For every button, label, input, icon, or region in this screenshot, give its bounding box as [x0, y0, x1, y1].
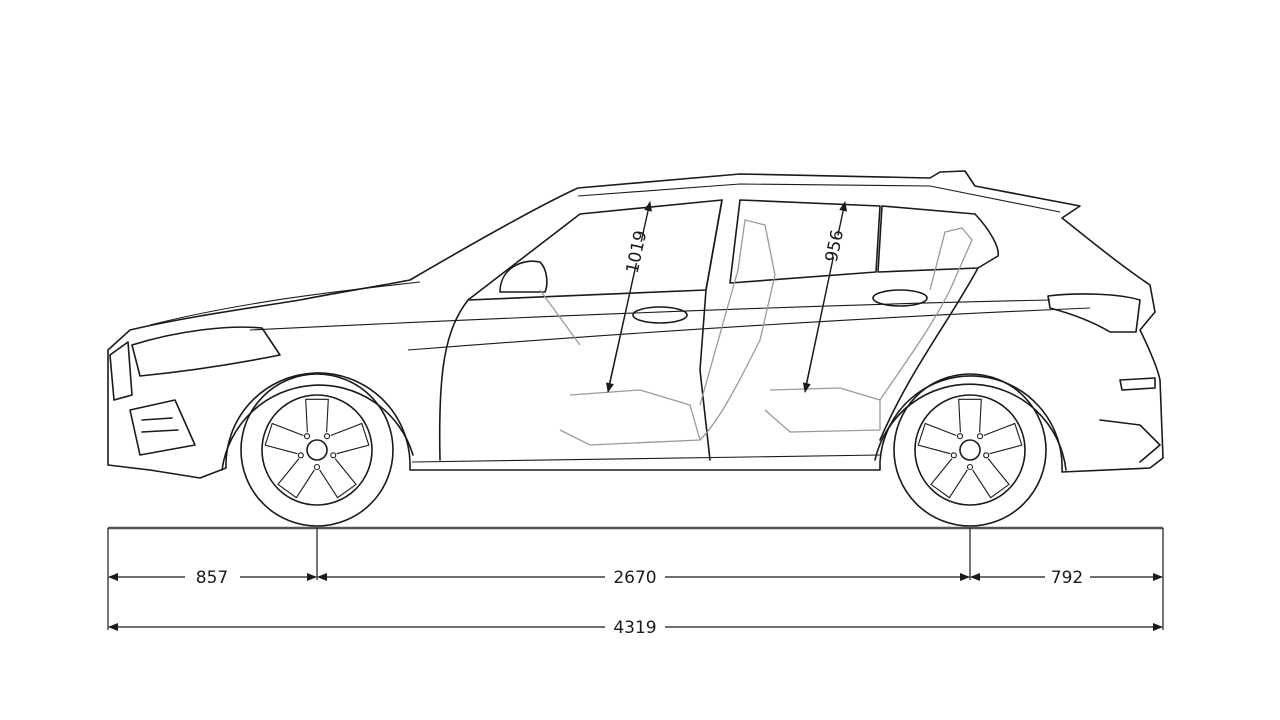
lug-nut	[976, 433, 984, 440]
car-body	[107, 170, 1164, 479]
front-window	[467, 199, 723, 301]
wheel-spoke	[983, 422, 1023, 455]
overall-length-label: 4319	[613, 618, 656, 638]
rear-wheel-arch	[874, 383, 1067, 471]
wheel-spoke	[930, 458, 968, 499]
rear-wheel	[893, 373, 1047, 527]
lug-nut	[330, 452, 337, 459]
rear-door-handle	[872, 289, 928, 307]
headlight	[131, 326, 281, 377]
lug-nut	[297, 452, 304, 459]
kidney-grille	[109, 341, 133, 401]
lug-nut	[313, 463, 321, 471]
front-door-handle	[632, 306, 688, 324]
lug-nut	[303, 433, 311, 440]
wheel-spoke	[958, 398, 982, 433]
rear-hub-logo	[959, 439, 981, 461]
front-seat	[559, 219, 776, 446]
rear-headroom-arrow-down	[802, 201, 846, 393]
rear-door-edge	[879, 267, 979, 441]
wheel-spoke	[330, 422, 370, 455]
rear-spokes	[917, 398, 1023, 499]
wheelbase-dimension: 2670	[317, 568, 970, 588]
lug-nut	[956, 433, 964, 440]
front-headroom-arrow-down	[606, 201, 651, 393]
b-pillar-door-line	[699, 199, 723, 461]
front-door-edge	[438, 299, 469, 461]
quarter-window	[877, 205, 999, 273]
overall-length-dimension: 4319	[108, 618, 1163, 638]
front-rim	[261, 394, 373, 506]
front-headroom-label: 1019	[623, 229, 652, 275]
front-wheel	[240, 373, 394, 527]
lug-nut	[323, 433, 331, 440]
roof-rail	[577, 183, 1061, 213]
rear-door-window	[729, 199, 881, 284]
steering-column	[539, 289, 581, 346]
rear-overhang-dimension: 792	[970, 568, 1163, 588]
rear-seat	[764, 227, 973, 433]
taillight	[1047, 293, 1141, 333]
rear-diffuser	[1099, 419, 1161, 463]
front-overhang-dimension: 857	[108, 568, 317, 588]
side-mirror	[499, 260, 548, 293]
wheel-spoke	[305, 398, 329, 433]
front-tire	[240, 373, 394, 527]
rear-overhang-label: 792	[1051, 568, 1083, 588]
character-line	[407, 307, 1091, 351]
body-outline	[107, 170, 1164, 479]
wheelbase-label: 2670	[613, 568, 656, 588]
lug-nut	[966, 463, 974, 471]
front-air-intake	[129, 399, 196, 456]
front-spokes	[264, 398, 370, 499]
wheel-spoke	[972, 458, 1010, 499]
rear-bumper-reflector	[1119, 377, 1156, 391]
wheel-spoke	[917, 422, 957, 455]
wheel-spoke	[264, 422, 304, 455]
front-wheel-arch	[221, 384, 414, 471]
hood-line	[149, 281, 421, 326]
sill-line	[411, 454, 881, 463]
wheel-spoke	[277, 458, 315, 499]
front-hub-logo	[306, 439, 328, 461]
shoulder-line	[249, 299, 1051, 331]
rear-rim	[914, 394, 1026, 506]
lug-nut	[950, 452, 957, 459]
seats	[539, 219, 973, 446]
front-overhang-label: 857	[196, 568, 228, 588]
rear-tire	[893, 373, 1047, 527]
wheel-spoke	[319, 458, 357, 499]
lug-nut	[983, 452, 990, 459]
